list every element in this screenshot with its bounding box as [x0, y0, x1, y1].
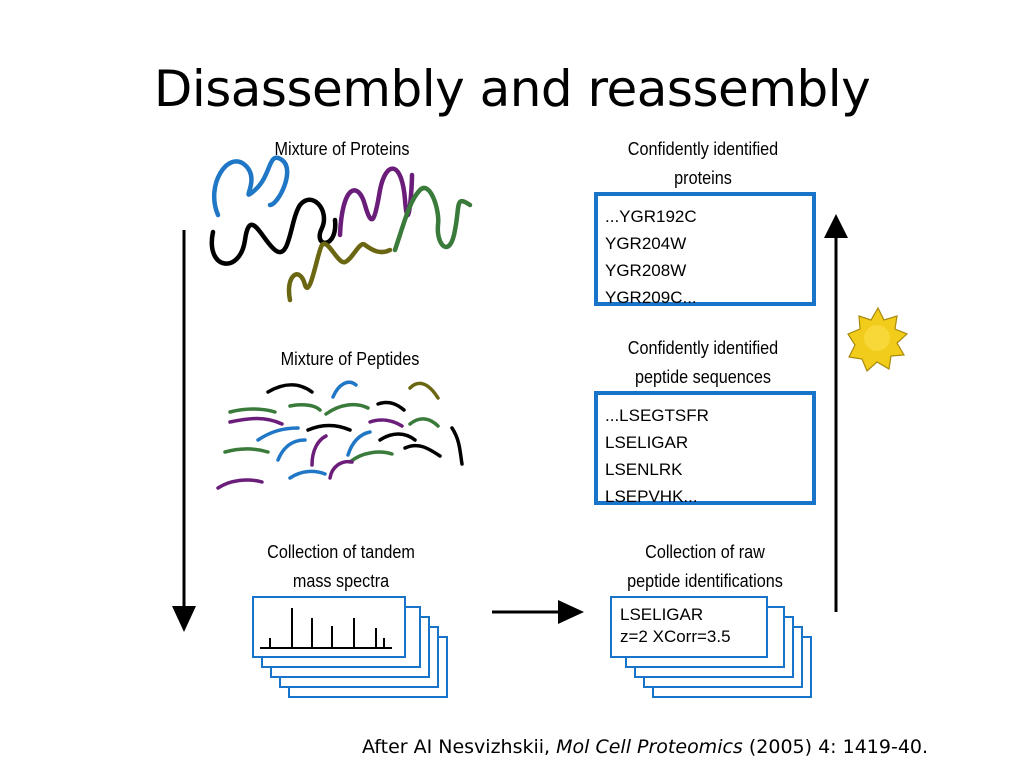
peptides-label: Mixture of Peptides	[280, 349, 420, 369]
peptide-fragment	[408, 381, 440, 400]
protein-list-item: YGR208W	[605, 261, 687, 280]
mass-spectrum-icon	[260, 608, 392, 649]
identified-proteins-label: Confidently identified proteins	[609, 135, 798, 193]
protein-strand-blue	[211, 155, 290, 218]
peptide-fragment	[403, 443, 442, 458]
spectrum-card	[252, 596, 406, 658]
peptide-fragment	[346, 430, 372, 457]
identified-proteins-label-line2: proteins	[674, 168, 732, 188]
raw-id-peptide: LSELIGAR	[620, 605, 704, 624]
spectra-label: Collection of tandem mass spectra	[248, 538, 433, 596]
citation-journal: Mol Cell Proteomics	[556, 736, 743, 758]
identified-peptides-label: Confidently identified peptide sequences	[609, 334, 798, 392]
protein-list-item: ...YGR192C	[605, 207, 697, 226]
protein-strand-olive	[286, 241, 393, 303]
peptide-fragment	[310, 434, 328, 467]
peptide-list-item: LSEPVHK...	[605, 487, 698, 506]
peptide-fragment	[450, 426, 464, 466]
peptide-fragment	[288, 469, 327, 480]
protein-list-box: ...YGR192C YGR204W YGR208W YGR209C...	[594, 192, 816, 307]
peptide-list-box: ...LSEGTSFR LSELIGAR LSENLRK LSEPVHK...	[594, 391, 816, 506]
protein-strand-black	[209, 197, 338, 266]
identified-proteins-label-line1: Confidently identified	[627, 139, 779, 159]
peptide-fragment	[228, 416, 284, 426]
peptide-fragment	[256, 426, 300, 442]
identified-peptides-label-line1: Confidently identified	[627, 338, 779, 358]
protein-list-item: YGR204W	[605, 234, 687, 253]
citation-suffix: (2005) 4: 1419-40.	[742, 736, 929, 758]
sun-icon	[847, 306, 909, 373]
peptide-fragment	[328, 459, 354, 480]
identified-peptides-label-line2: peptide sequences	[634, 367, 772, 387]
down-arrow-icon	[172, 230, 196, 632]
spectra-label-line1: Collection of tandem	[267, 542, 415, 562]
protein-list-item: YGR209C...	[605, 288, 697, 307]
peptide-fragment	[376, 400, 406, 412]
peptide-fragment	[408, 417, 440, 428]
peptide-fragment	[324, 402, 370, 416]
peptide-fragment	[348, 450, 394, 464]
peptide-fragment	[216, 478, 264, 490]
peptide-list-item: LSENLRK	[605, 460, 683, 479]
peptide-fragment	[288, 403, 322, 412]
peptide-fragment	[306, 423, 352, 432]
raw-identifications-label-line1: Collection of raw	[645, 542, 765, 562]
peptide-fragment	[223, 447, 270, 454]
peptide-fragment	[266, 383, 314, 394]
peptide-fragment	[228, 407, 277, 414]
peptide-fragment	[368, 418, 404, 428]
raw-id-card-front: LSELIGAR z=2 XCorr=3.5	[610, 596, 768, 658]
right-arrow-icon	[492, 600, 584, 624]
proteins-label: Mixture of Proteins	[274, 139, 410, 159]
raw-id-score: z=2 XCorr=3.5	[620, 627, 731, 646]
peptide-list-item: ...LSEGTSFR	[605, 406, 709, 425]
slide-title: Disassembly and reassembly	[153, 60, 871, 118]
peptide-list-item: LSELIGAR	[605, 433, 689, 452]
peptide-fragment	[378, 432, 417, 442]
spectra-label-line2: mass spectra	[292, 571, 390, 591]
raw-identifications-label: Collection of raw peptide identification…	[609, 538, 802, 596]
citation: After AI Nesvizhskii, Mol Cell Proteomic…	[0, 736, 1024, 758]
up-arrow-icon	[824, 214, 848, 612]
raw-identifications-label-line2: peptide identifications	[627, 571, 783, 591]
citation-prefix: After AI Nesvizhskii,	[361, 736, 557, 758]
peptide-fragment	[331, 380, 358, 399]
protein-strand-green	[392, 185, 473, 253]
peptide-fragment	[276, 438, 307, 462]
